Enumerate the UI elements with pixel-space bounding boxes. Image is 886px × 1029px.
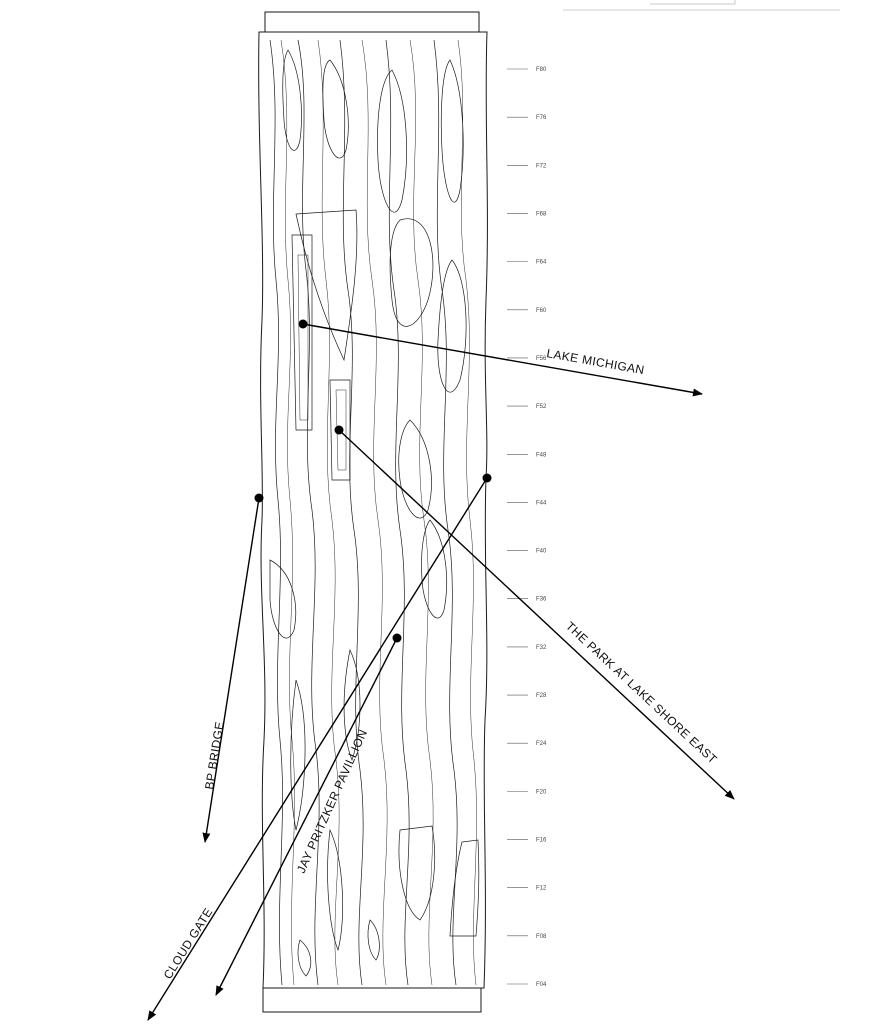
floor-level-label: F28 — [536, 693, 547, 699]
floor-level-label: F72 — [536, 163, 547, 169]
tower-base-cap — [262, 987, 482, 1013]
label-lake-michigan: LAKE MICHIGAN — [545, 346, 645, 377]
floor-level-label: F08 — [536, 934, 547, 940]
floor-level-label: F12 — [536, 886, 547, 892]
floor-level-label: F16 — [536, 838, 547, 844]
label-cloud-gate: CLOUD GATE — [161, 905, 216, 981]
ray-bp-bridge — [202, 497, 260, 843]
floor-level-label: F64 — [536, 260, 547, 266]
floor-level-label: F36 — [536, 597, 547, 603]
viewpoint-dot — [254, 493, 264, 503]
ray-park-lake-shore-east — [338, 429, 735, 800]
floor-level-label: F20 — [536, 789, 547, 795]
floor-level-label: F24 — [536, 741, 547, 747]
floor-level-label: F44 — [536, 500, 547, 506]
viewpoint-dot — [334, 425, 344, 435]
viewpoint-dot — [298, 319, 308, 329]
label-park-lake-shore-east: THE PARK AT LAKE SHORE EAST — [563, 619, 720, 767]
tower-roof-cap — [264, 11, 480, 33]
ray-lake-michigan — [302, 323, 703, 397]
ray-cloud-gate — [147, 477, 488, 1021]
viewpoint-dot — [482, 473, 492, 483]
top-frame-box — [650, 0, 736, 5]
floor-level-label: F32 — [536, 645, 547, 651]
viewpoint-dot — [392, 633, 402, 643]
ray-jay-pritzker-pavillion — [215, 637, 398, 996]
label-bp-bridge: BP BRIDGE — [202, 720, 227, 790]
floor-level-label: F60 — [536, 308, 547, 314]
floor-level-label: F04 — [536, 982, 547, 988]
floor-level-scale: F80F76F72F68F64F60F56F52F48F44F40F36F32F… — [507, 67, 547, 988]
floor-level-label: F68 — [536, 211, 547, 217]
floor-level-label: F48 — [536, 452, 547, 458]
facade-contours — [269, 39, 480, 986]
floor-level-label: F80 — [536, 67, 547, 73]
view-rays — [147, 319, 735, 1021]
floor-level-label: F76 — [536, 115, 547, 121]
floor-level-label: F52 — [536, 404, 547, 410]
floor-level-label: F56 — [536, 356, 547, 362]
floor-level-label: F40 — [536, 549, 547, 555]
